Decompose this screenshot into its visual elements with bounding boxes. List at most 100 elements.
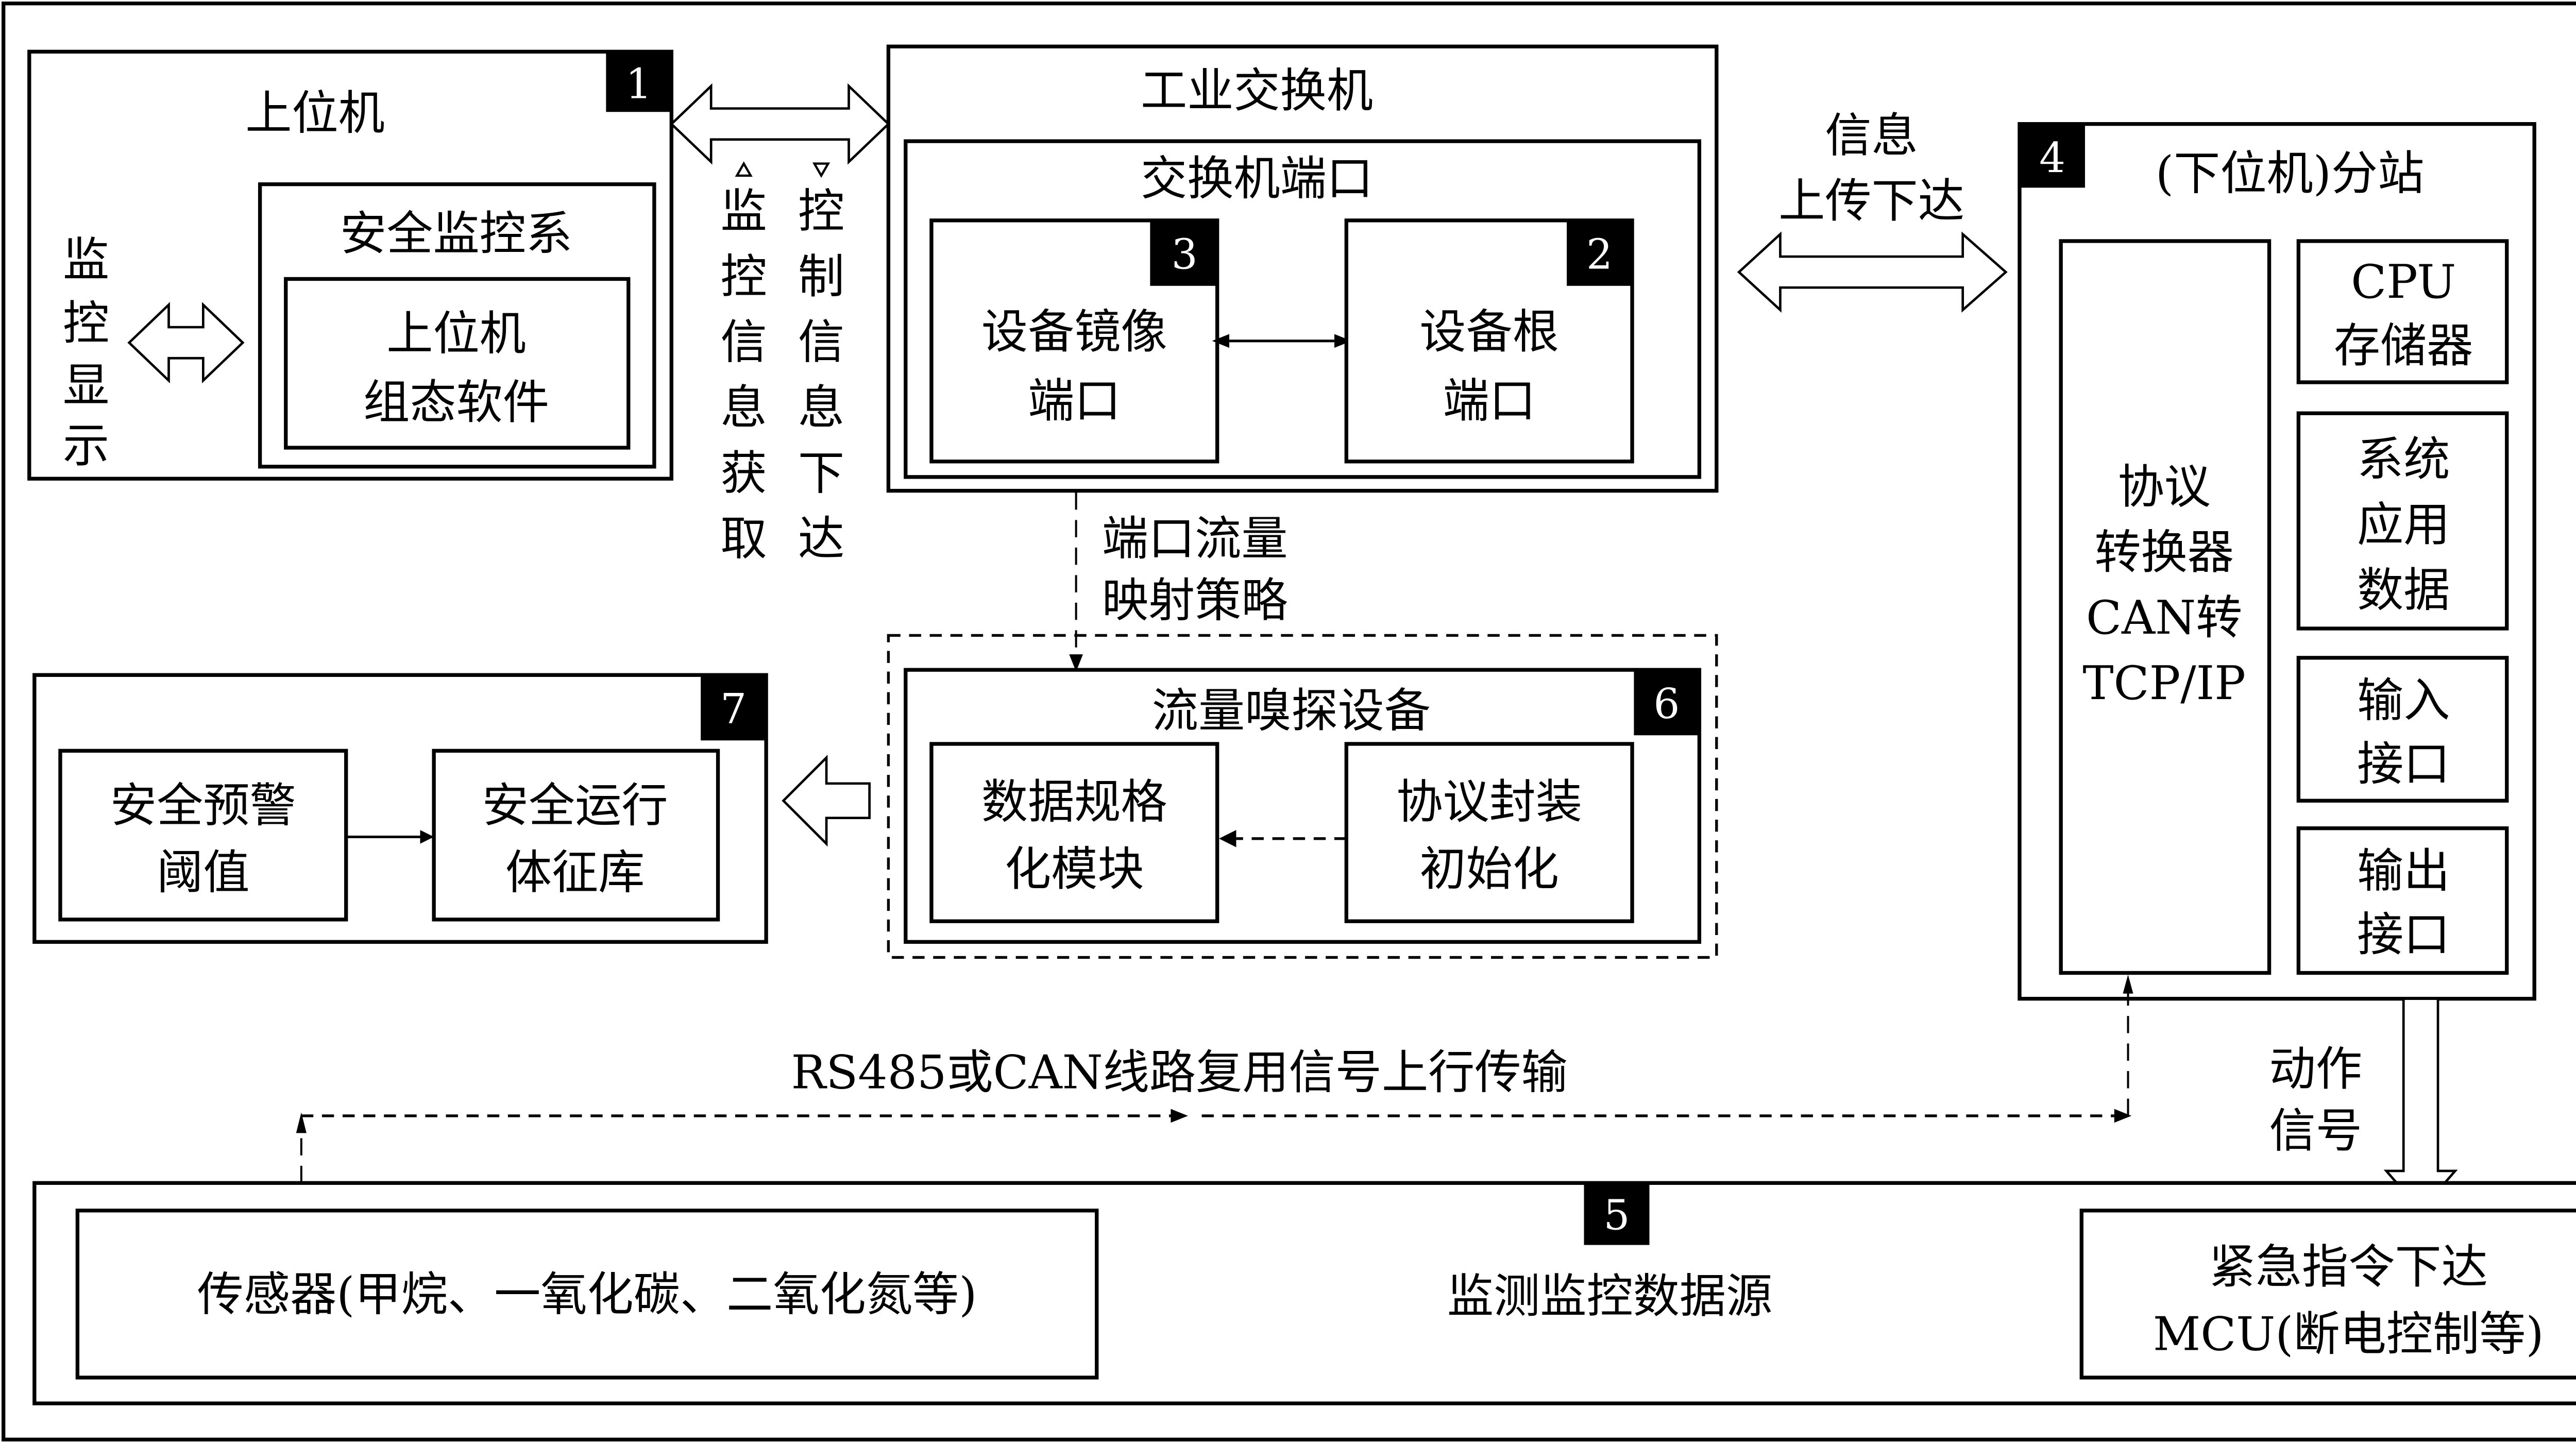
uplink-label: RS485或CAN线路复用信号上行传输 — [791, 1045, 1567, 1099]
svg-text:化模块: 化模块 — [1005, 842, 1144, 896]
data-source-title: 监测监控数据源 — [1447, 1269, 1772, 1323]
svg-text:输出: 输出 — [2357, 844, 2450, 898]
badge-1 — [606, 52, 672, 112]
svg-text:息: 息 — [721, 381, 767, 435]
config-software-line1: 上位机 — [386, 307, 526, 361]
svg-text:安全运行: 安全运行 — [482, 778, 668, 833]
system-app-data-box: 系统 应用 数据 — [2296, 411, 2509, 631]
badge-7-label: 7 — [720, 685, 747, 733]
mirror-port-box: 3 设备镜像 端口 — [929, 218, 1219, 464]
substation-block: 4 (下位机)分站 协议 转换器 CAN转 TCP/IP CPU 存储器 系统 … — [2018, 122, 2536, 1001]
svg-text:体征库: 体征库 — [505, 846, 645, 900]
svg-text:控: 控 — [63, 296, 109, 350]
switch-title: 工业交换机 — [1141, 64, 1373, 118]
badge-5-label: 5 — [1603, 1192, 1630, 1240]
safety-monitor-system-label: 安全监控系 — [340, 207, 572, 261]
svg-text:息: 息 — [798, 381, 844, 435]
switch-ports-title: 交换机端口 — [1141, 152, 1373, 206]
mapping-policy-link: 端口流量 映射策略 — [1069, 492, 1288, 672]
industrial-switch-block: 工业交换机 交换机端口 3 设备镜像 端口 2 设备根 端口 — [886, 44, 1719, 493]
monitor-display-label: 监 控 显 示 — [63, 233, 109, 473]
svg-text:CAN转: CAN转 — [2086, 591, 2242, 645]
cpu-memory-box: CPU 存储器 — [2296, 239, 2509, 384]
svg-text:端口: 端口 — [1028, 374, 1121, 428]
protocol-converter-box: 协议 转换器 CAN转 TCP/IP — [2059, 239, 2272, 975]
svg-text:下: 下 — [798, 446, 844, 500]
control-info-issue-label: 控 制 信 息 下 达 — [798, 184, 844, 566]
svg-text:信: 信 — [798, 315, 844, 369]
svg-text:初始化: 初始化 — [1419, 842, 1559, 896]
security-feature-block: 7 安全预警 阈值 安全运行 体征库 — [32, 673, 768, 944]
substation-title: (下位机)分站 — [2156, 147, 2424, 201]
switch-substation-link: 信息 上传下达 — [1737, 109, 2008, 313]
svg-text:应用: 应用 — [2357, 498, 2450, 552]
svg-text:协议: 协议 — [2117, 460, 2210, 514]
data-normalize-box: 数据规格 化模块 — [929, 742, 1219, 923]
svg-text:控: 控 — [798, 184, 844, 239]
svg-text:设备镜像: 设备镜像 — [981, 305, 1167, 359]
svg-text:数据: 数据 — [2357, 564, 2450, 618]
svg-text:接口: 接口 — [2357, 908, 2450, 962]
svg-text:CPU: CPU — [2351, 255, 2456, 309]
action-signal-line1: 动作 — [2269, 1042, 2362, 1096]
badge-4-label: 4 — [2039, 134, 2065, 182]
badge-2 — [1567, 220, 1633, 286]
left-hollow-arrow-icon — [782, 755, 871, 847]
config-software-line2: 组态软件 — [363, 376, 549, 430]
double-arrow-icon — [127, 302, 245, 384]
svg-text:达: 达 — [798, 512, 844, 566]
svg-text:安全预警: 安全预警 — [110, 778, 296, 833]
svg-text:监: 监 — [63, 233, 109, 287]
config-software-box — [284, 277, 631, 450]
monitor-info-acquire-label: 监 控 信 息 获 取 — [721, 184, 767, 566]
protocol-init-box: 协议封装 初始化 — [1344, 742, 1634, 923]
svg-text:监: 监 — [721, 184, 767, 239]
input-interface-box: 输入 接口 — [2296, 656, 2509, 803]
host-title: 上位机 — [245, 87, 385, 141]
svg-text:转换器: 转换器 — [2094, 525, 2234, 580]
svg-text:存储器: 存储器 — [2334, 319, 2473, 373]
svg-text:示: 示 — [63, 419, 109, 473]
up-triangle-icon — [735, 161, 753, 177]
svg-text:端口: 端口 — [1443, 374, 1535, 428]
root-port-box: 2 设备根 端口 — [1344, 218, 1634, 464]
feature-database-box: 安全运行 体征库 — [432, 749, 720, 922]
traffic-sniffer-block: 6 流量嗅探设备 数据规格 化模块 协议封装 初始化 — [887, 634, 1718, 959]
svg-text:阈值: 阈值 — [157, 846, 249, 900]
sniffer-title: 流量嗅探设备 — [1152, 684, 1431, 738]
svg-text:MCU(断电控制等): MCU(断电控制等) — [2153, 1307, 2544, 1361]
svg-text:传感器(甲烷、一氧化碳、二氧化氮等): 传感器(甲烷、一氧化碳、二氧化氮等) — [197, 1268, 977, 1322]
bidirectional-arrow-icon — [1737, 231, 2008, 313]
svg-text:接口: 接口 — [2357, 737, 2450, 791]
mcu-box: 紧急指令下达 MCU(断电控制等) — [2079, 1209, 2576, 1380]
badge-3 — [1150, 220, 1217, 286]
host-computer-block: 1 上位机 监 控 显 示 安全监控系 上位机 组态软件 — [27, 49, 673, 481]
badge-6-label: 6 — [1653, 680, 1680, 728]
svg-text:获: 获 — [721, 446, 767, 500]
output-interface-box: 输出 接口 — [2296, 826, 2509, 975]
warning-threshold-box: 安全预警 阈值 — [58, 749, 348, 922]
svg-text:TCP/IP: TCP/IP — [2082, 656, 2246, 710]
host-switch-link: 监 控 信 息 获 取 控 制 信 息 下 达 — [669, 83, 890, 566]
svg-text:制: 制 — [798, 250, 844, 304]
svg-text:信: 信 — [721, 315, 767, 369]
mapping-policy-line1: 端口流量 — [1102, 512, 1288, 566]
svg-text:显: 显 — [63, 359, 109, 413]
badge-1-label: 1 — [625, 60, 652, 108]
info-label-line1: 信息 — [1825, 109, 1918, 163]
info-label-line2: 上传下达 — [1778, 174, 1964, 228]
badge-2-label: 2 — [1586, 230, 1613, 278]
down-triangle-icon — [812, 162, 831, 178]
svg-text:输入: 输入 — [2357, 673, 2450, 727]
action-signal-line2: 信号 — [2269, 1104, 2362, 1158]
badge-3-label: 3 — [1172, 230, 1198, 278]
svg-text:系统: 系统 — [2357, 433, 2450, 487]
mapping-policy-line2: 映射策略 — [1102, 574, 1288, 628]
badge-5 — [1584, 1183, 1650, 1245]
badge-7 — [701, 675, 767, 741]
svg-text:协议封装: 协议封装 — [1396, 775, 1582, 829]
badge-6 — [1634, 670, 1700, 736]
svg-text:取: 取 — [721, 512, 767, 566]
svg-text:控: 控 — [721, 250, 767, 304]
